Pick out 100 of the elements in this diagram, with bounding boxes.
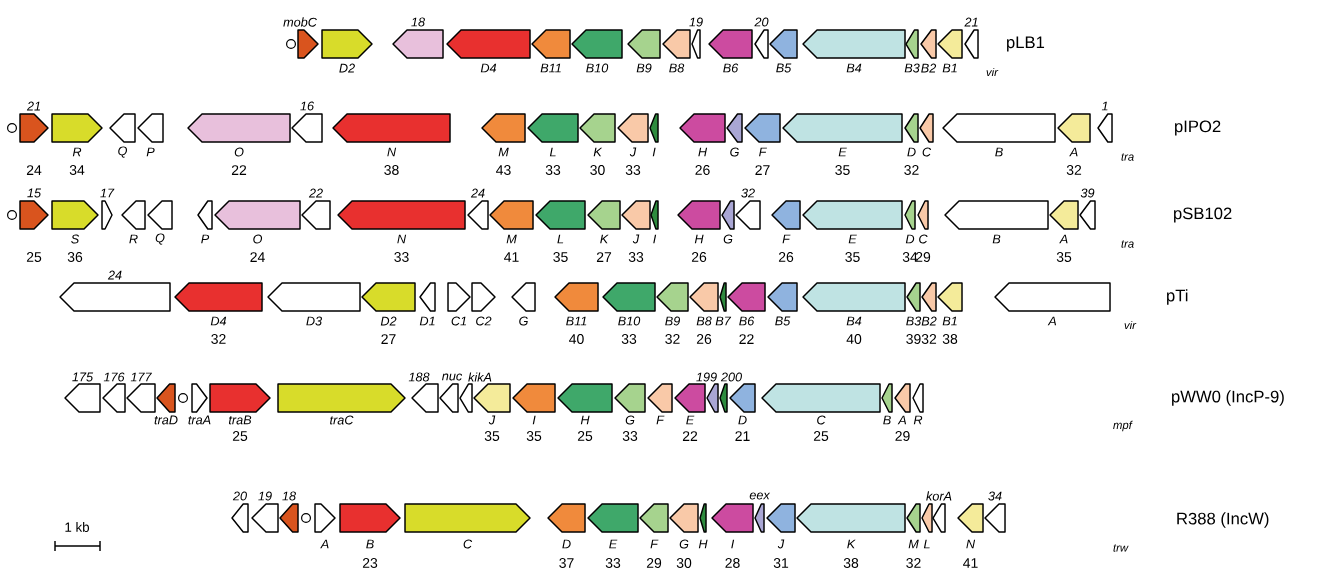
- gene-label: 199: [696, 372, 717, 382]
- identity-value: 23: [362, 558, 378, 568]
- gene-label: 176: [103, 372, 125, 382]
- gene-label: 21: [26, 101, 40, 111]
- gene-label: traC: [330, 415, 354, 425]
- gene-label: H: [580, 415, 590, 425]
- identity-value: 24: [250, 252, 265, 262]
- identity-value: 27: [381, 334, 396, 344]
- gene-label: 21: [964, 17, 978, 27]
- gene-label: J: [488, 415, 496, 425]
- plasmid-name: R388 (IncW): [1177, 512, 1269, 528]
- identity-value: 32: [921, 334, 937, 344]
- gene-label: L: [923, 539, 930, 549]
- gene-label: R: [913, 415, 923, 425]
- gene-label: J: [777, 539, 785, 549]
- gene-label: B1: [942, 63, 957, 73]
- gene-label: traA: [188, 415, 211, 425]
- scale-label: 1 kb: [65, 522, 90, 532]
- gene-label: K: [593, 147, 603, 157]
- identity-value: 26: [691, 252, 707, 262]
- gene-label: 24: [470, 188, 485, 198]
- gene-label: B5: [775, 316, 791, 326]
- gene-label: H: [698, 147, 708, 157]
- identity-value: 26: [778, 252, 794, 262]
- gene-label: 16: [300, 101, 315, 111]
- gene-label: B1: [942, 316, 957, 326]
- gene-label: J: [632, 234, 640, 244]
- gene-label: B: [995, 147, 1003, 157]
- identity-value: 22: [739, 334, 754, 344]
- identity-value: 21: [735, 431, 750, 441]
- gene-label: M: [498, 147, 509, 157]
- gene-label: Q: [118, 146, 128, 158]
- gene-label: B4: [846, 316, 862, 326]
- identity-value: 32: [1066, 165, 1082, 175]
- gene-label: B10: [618, 316, 641, 326]
- identity-value: 24: [26, 165, 42, 175]
- gene-label: D2: [380, 316, 397, 326]
- gene-label: J: [629, 147, 637, 157]
- identity-value: 28: [725, 558, 740, 568]
- gene-label: B5: [776, 63, 792, 73]
- gene-label: H: [698, 539, 708, 549]
- gene-label: 22: [308, 188, 323, 198]
- identity-value: 35: [553, 252, 568, 262]
- identity-value: 35: [484, 431, 500, 441]
- identity-value: 41: [504, 252, 519, 262]
- identity-value: 22: [231, 165, 247, 175]
- gene-label: traB: [229, 415, 252, 425]
- gene-label: 20: [754, 17, 769, 27]
- plasmid-name: pWW0 (IncP-9): [1172, 390, 1284, 406]
- gene-label: 32: [741, 188, 755, 198]
- gene-label: R: [72, 147, 82, 157]
- system-label: mpf: [1113, 420, 1133, 432]
- gene-label: F: [782, 234, 791, 244]
- identity-value: 29: [915, 252, 931, 262]
- identity-value: 33: [628, 252, 644, 262]
- gene-label: nuc: [442, 373, 463, 381]
- identity-value: 25: [26, 252, 42, 262]
- gene-label: M: [908, 539, 919, 549]
- identity-value: 25: [813, 431, 829, 441]
- gene-label: E: [609, 539, 618, 549]
- gene-label: I: [731, 539, 735, 549]
- gene-label: B6: [723, 63, 739, 73]
- gene-label: H: [694, 234, 704, 244]
- gene-label: B: [883, 415, 891, 425]
- identity-value: 33: [545, 165, 561, 175]
- gene-label: B2: [921, 63, 937, 73]
- plasmid-name: pLB1: [1007, 36, 1045, 52]
- gene-label: B11: [566, 316, 587, 326]
- plasmid-name: pSB102: [1174, 207, 1232, 223]
- gene-label: D2: [339, 63, 355, 73]
- gene-label: L: [549, 147, 556, 157]
- system-label: vir: [986, 67, 999, 77]
- gene-label: D: [738, 415, 747, 425]
- gene-label: D: [907, 147, 916, 157]
- gene-label: I: [652, 147, 656, 157]
- gene-label: F: [759, 147, 767, 157]
- gene-label: 17: [100, 188, 115, 198]
- identity-value: 25: [577, 431, 593, 441]
- gene-label: eex: [749, 492, 771, 500]
- identity-value: 34: [69, 165, 85, 175]
- identity-value: 33: [622, 431, 638, 441]
- gene-label: traD: [154, 415, 178, 425]
- gene-label: C: [463, 539, 473, 549]
- gene-label: B10: [586, 63, 609, 73]
- system-label: trw: [1113, 544, 1129, 552]
- gene-label: C: [919, 234, 928, 244]
- gene-label: 19: [689, 17, 703, 27]
- gene-label: B2: [921, 316, 937, 326]
- identity-value: 22: [682, 431, 698, 441]
- gene-label: mobC: [283, 17, 317, 27]
- identity-value: 31: [773, 558, 789, 568]
- identity-value: 43: [496, 165, 511, 175]
- gene-label: N: [387, 147, 397, 157]
- identity-value: 27: [755, 165, 770, 175]
- gene-label: O: [234, 147, 244, 157]
- gene-label: B3: [904, 63, 920, 73]
- identity-value: 26: [696, 334, 712, 344]
- identity-value: 37: [559, 558, 574, 568]
- identity-value: 35: [845, 252, 860, 262]
- gene-label: B: [366, 539, 374, 549]
